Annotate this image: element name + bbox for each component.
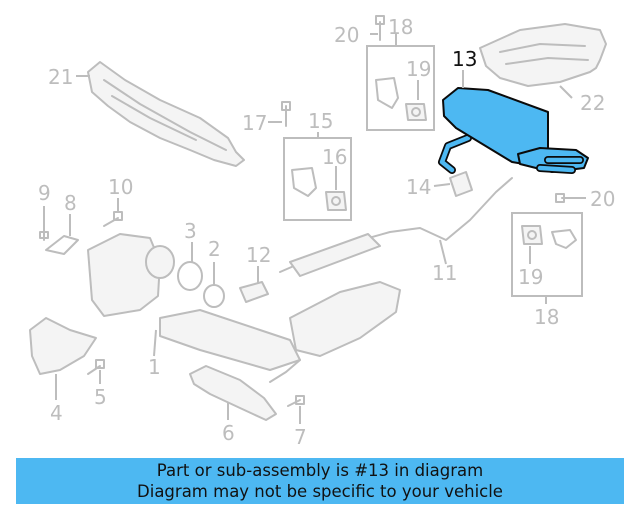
callout-8: 8	[64, 191, 77, 215]
callout-19-bottom: 19	[518, 265, 543, 289]
callout-10: 10	[108, 175, 133, 199]
part-8-bracket	[45, 235, 79, 255]
part-22-heat-shield	[479, 23, 607, 87]
callout-11: 11	[432, 261, 457, 285]
part-12-clamp	[239, 281, 269, 303]
callout-12: 12	[246, 243, 271, 267]
leader-lines	[43, 33, 586, 424]
part-13-rear-muffler	[438, 87, 589, 174]
callout-15: 15	[308, 109, 333, 133]
part-2-gasket	[203, 284, 225, 308]
callout-21: 21	[48, 65, 73, 89]
part-14-clamp	[449, 171, 473, 197]
callout-5: 5	[94, 385, 107, 409]
part-5-bolt	[87, 359, 105, 375]
info-banner: Part or sub-assembly is #13 in diagram D…	[16, 458, 624, 504]
part-15-hanger-kit	[283, 137, 352, 221]
part-17-bolt	[281, 101, 291, 127]
callout-20-top: 20	[334, 23, 359, 47]
callout-labels: 21 22 13 20 18 19 17 15 16 14 20 11 19 1…	[38, 15, 615, 449]
part-4-bracket	[29, 317, 97, 375]
part-20-bolt-top	[375, 15, 385, 41]
callout-3: 3	[184, 219, 197, 243]
callout-13: 13	[452, 47, 477, 71]
callout-1: 1	[148, 355, 161, 379]
part-7-bolt	[287, 395, 305, 407]
part-6-heat-shield	[189, 365, 277, 421]
callout-2: 2	[208, 237, 221, 261]
part-11-intermediate-pipe	[279, 177, 513, 277]
callout-14: 14	[406, 175, 431, 199]
callout-19-top: 19	[406, 57, 431, 81]
callout-20-right: 20	[590, 187, 615, 211]
part-10-bolt	[103, 211, 123, 227]
callout-7: 7	[294, 425, 307, 449]
callout-17: 17	[242, 111, 267, 135]
callout-18-top: 18	[388, 15, 413, 39]
callout-4: 4	[50, 401, 63, 425]
part-catalytic-converter	[87, 233, 401, 383]
part-3-clamp	[177, 261, 203, 291]
callout-18-bottom: 18	[534, 305, 559, 329]
part-9-bolt	[39, 221, 49, 241]
part-18-hanger-kit-top	[366, 45, 435, 131]
callout-16: 16	[322, 145, 347, 169]
callout-9: 9	[38, 181, 51, 205]
callout-6: 6	[222, 421, 235, 445]
banner-line-disclaimer: Diagram may not be specific to your vehi…	[137, 482, 503, 501]
part-21-heat-shield	[87, 61, 245, 167]
banner-line-part: Part or sub-assembly is #13 in diagram	[156, 461, 484, 480]
callout-22: 22	[580, 91, 605, 115]
